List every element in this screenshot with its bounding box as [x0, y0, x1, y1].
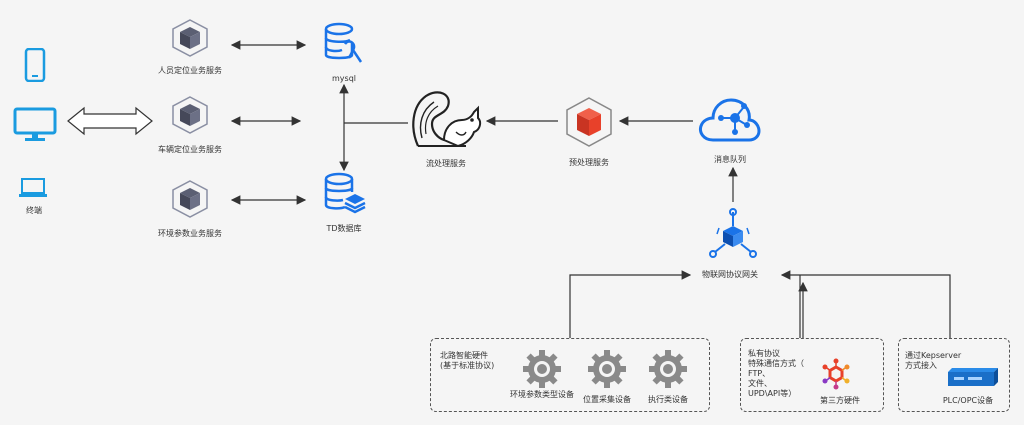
cube-icon [172, 180, 208, 218]
third-party-hardware-label: 第三方硬件 [820, 396, 860, 405]
phone-icon [24, 48, 46, 82]
cube-icon [172, 19, 208, 57]
kepserver-group [898, 338, 1010, 412]
cloud-icon [699, 98, 761, 142]
monitor-icon [13, 107, 57, 141]
gear-icon [588, 350, 626, 388]
laptop-icon [19, 178, 47, 197]
gateway-icon [709, 208, 757, 258]
message-queue-label: 消息队列 [714, 155, 746, 164]
preprocess-service-label: 预处理服务 [569, 158, 609, 167]
td-database-label: TD数据库 [326, 224, 362, 233]
private-protocol-title: 私有协议 特殊通信方式（ FTP、 文件、 UPD\API等） [748, 349, 804, 398]
north-hardware-title: 北路智能硬件 (基于标准协议) [440, 351, 495, 370]
mysql-database-icon [324, 22, 363, 63]
kepserver-title: 通过Kepserver 方式接入 [905, 351, 962, 370]
vehicle-service-label: 车辆定位业务服务 [158, 145, 222, 154]
td-database-icon [324, 172, 366, 214]
mysql-label: mysql [332, 74, 356, 83]
environment-service-label: 环境参数业务服务 [158, 229, 222, 238]
squirrel-icon [412, 91, 482, 148]
terminal-label: 终端 [26, 206, 42, 215]
north-hardware-group [430, 338, 710, 412]
third-party-hardware-icon [822, 358, 850, 390]
red-cube-icon [566, 97, 612, 147]
env-device-label: 环境参数类型设备 [510, 390, 574, 399]
gear-icon [649, 350, 687, 388]
actuator-device-label: 执行类设备 [648, 395, 688, 404]
private-protocol-group [740, 338, 884, 412]
stream-service-label: 流处理服务 [426, 159, 466, 168]
plc-device-icon [948, 368, 998, 386]
position-device-label: 位置采集设备 [583, 395, 631, 404]
personnel-service-label: 人员定位业务服务 [158, 66, 222, 75]
gear-icon [523, 350, 561, 388]
cube-icon [172, 96, 208, 134]
gateway-label: 物联网协议网关 [702, 270, 758, 279]
plc-device-label: PLC/OPC设备 [942, 396, 994, 405]
